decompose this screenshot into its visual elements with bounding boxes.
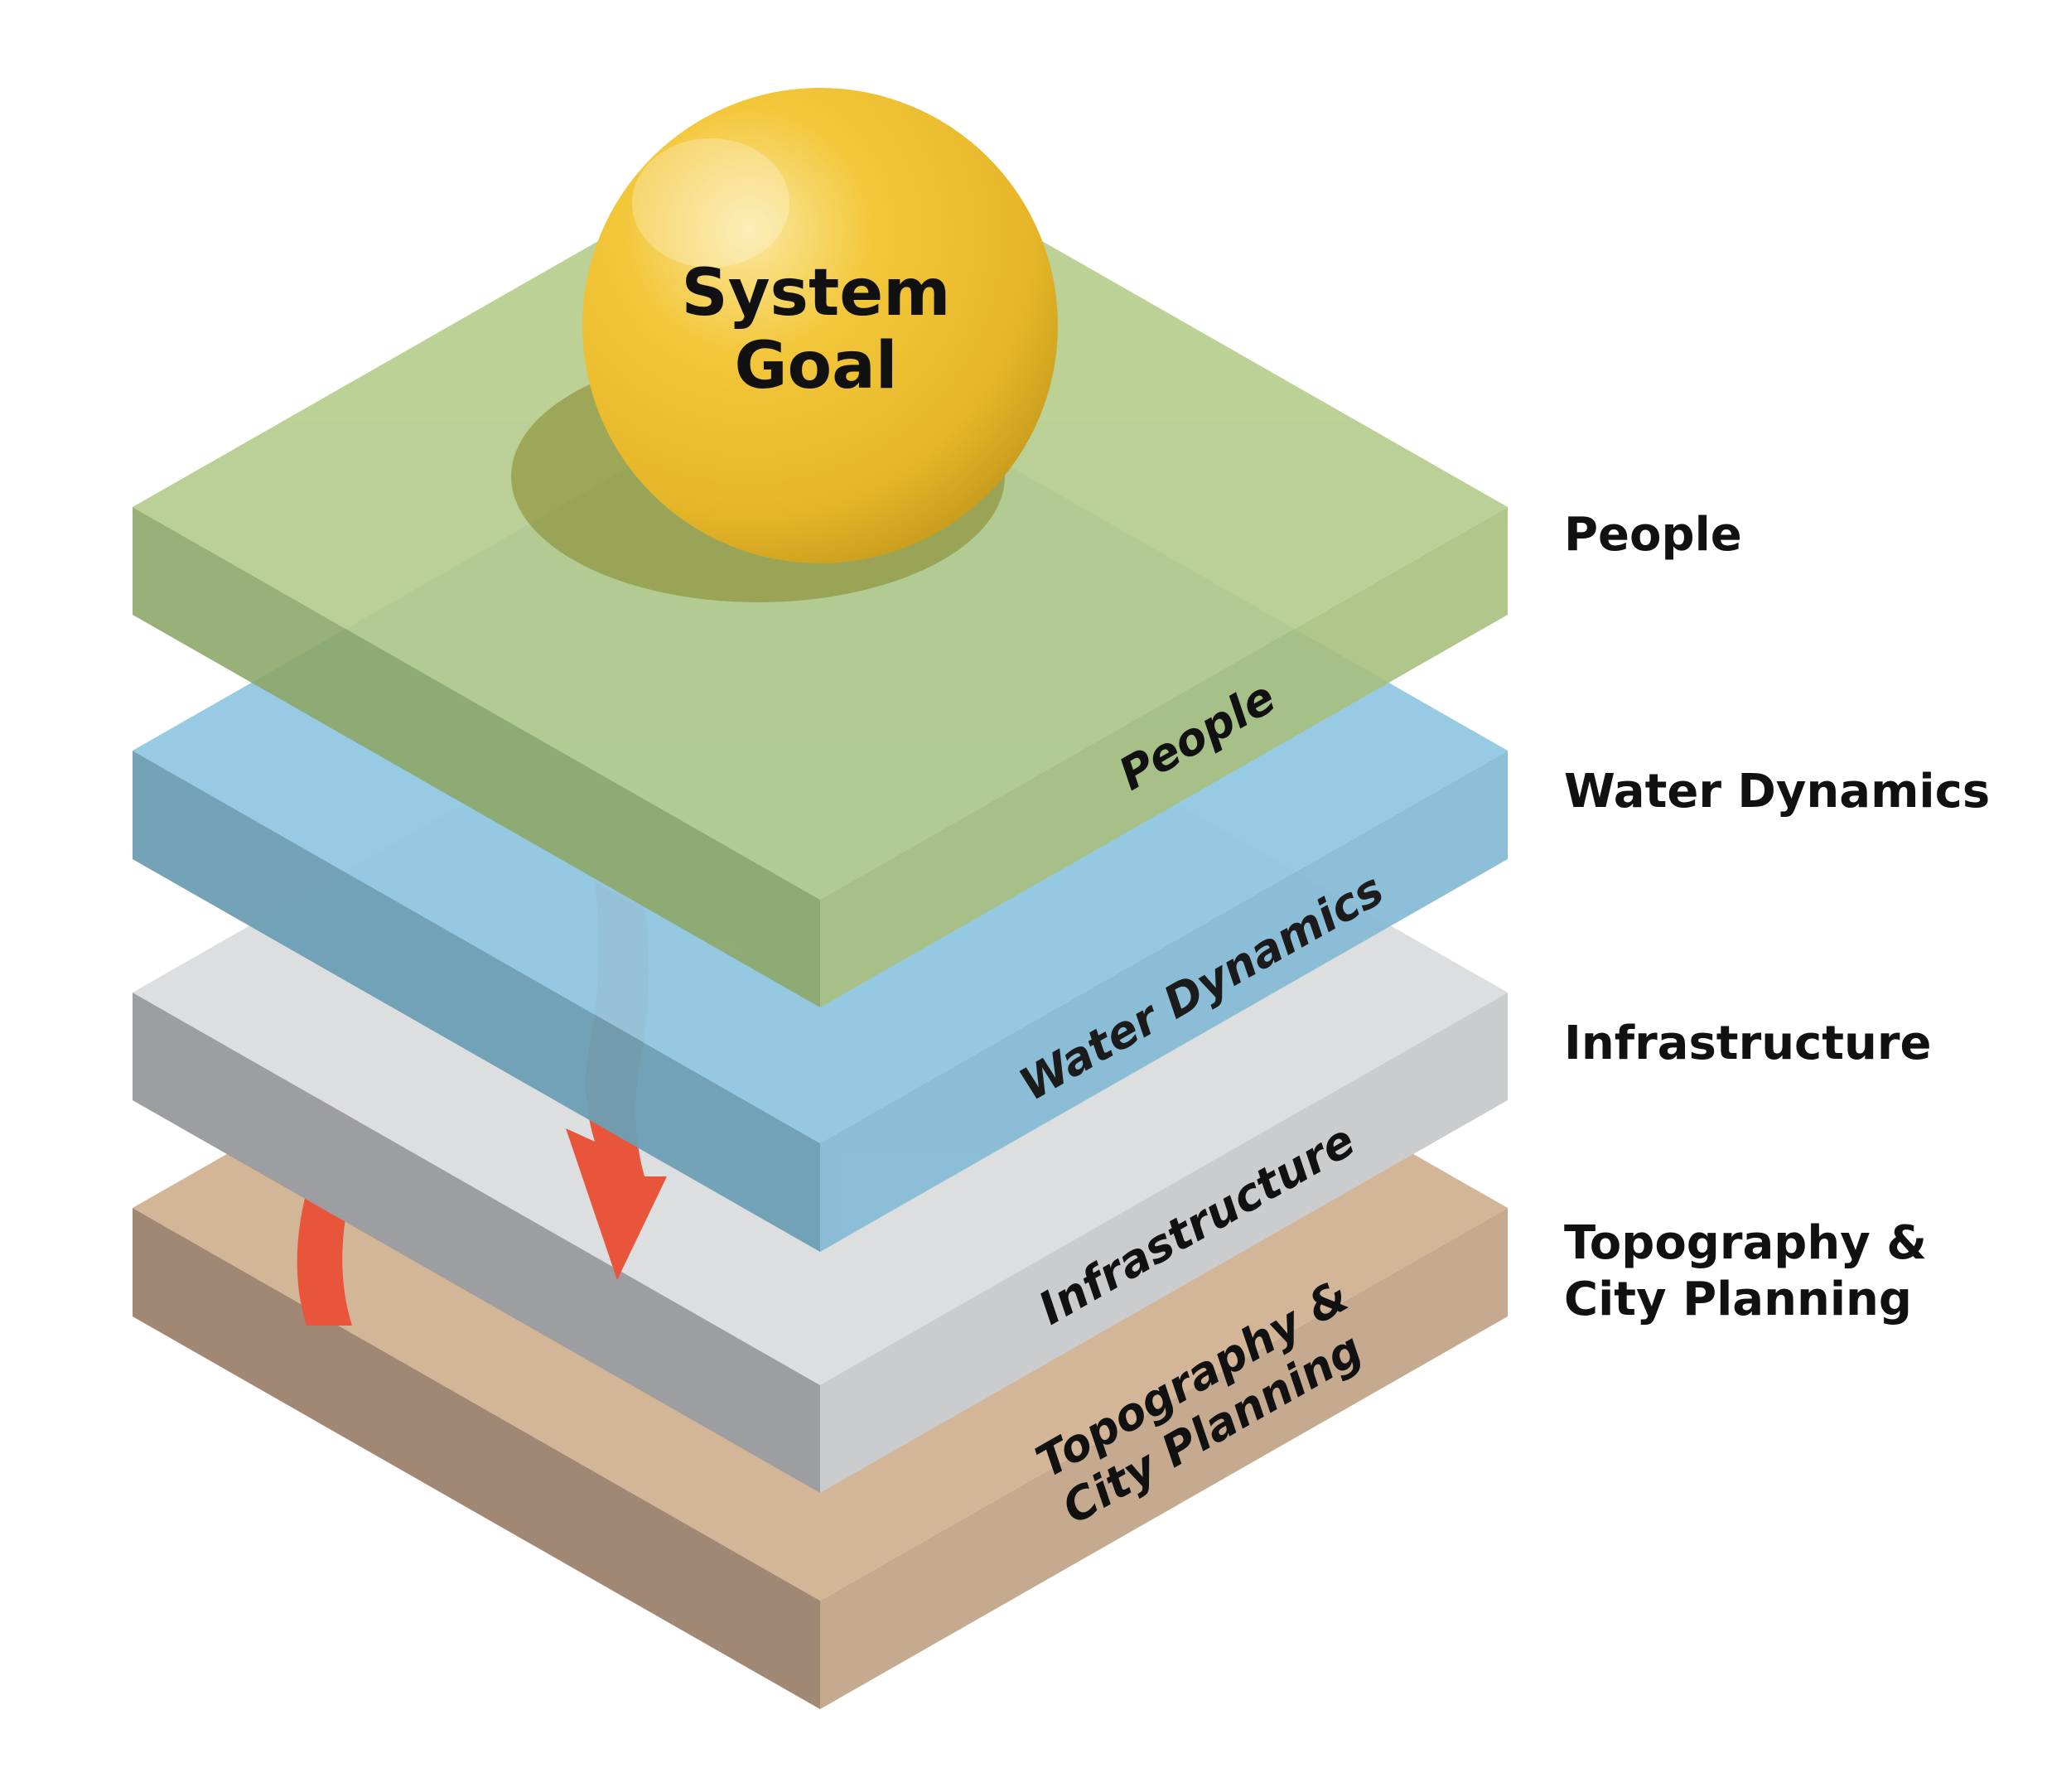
side-label-topo-line2: City Planning xyxy=(1564,1273,1912,1326)
water-right-face xyxy=(820,751,1508,1252)
people-right-face xyxy=(820,507,1508,1007)
water-left-face xyxy=(133,751,820,1252)
side-label-infrastructure: Infrastructure xyxy=(1564,1016,1932,1072)
people-left-face xyxy=(133,507,820,1007)
goal-sphere xyxy=(582,88,1058,563)
side-label-water-line1: Water Dynamics xyxy=(1564,765,1991,819)
goal-label-line1: System xyxy=(682,256,951,331)
side-label-people: People xyxy=(1564,507,1742,563)
goal-highlight xyxy=(632,138,789,268)
side-label-topo-line1: Topography & xyxy=(1564,1216,1928,1270)
side-label-infra-line1: Infrastructure xyxy=(1564,1017,1932,1070)
layer-people xyxy=(133,114,1508,1007)
side-label-topography: Topography & City Planning xyxy=(1564,1215,1927,1328)
topo-left-face xyxy=(133,1208,820,1709)
side-label-people-line1: People xyxy=(1564,508,1742,562)
infra-left-face xyxy=(133,993,820,1493)
goal-label-line2: Goal xyxy=(735,329,898,403)
system-goal-sphere: System Goal xyxy=(582,88,1058,563)
side-label-water-dynamics: Water Dynamics xyxy=(1564,764,1990,820)
topo-right-face xyxy=(820,1208,1508,1709)
infra-right-face xyxy=(820,993,1508,1493)
